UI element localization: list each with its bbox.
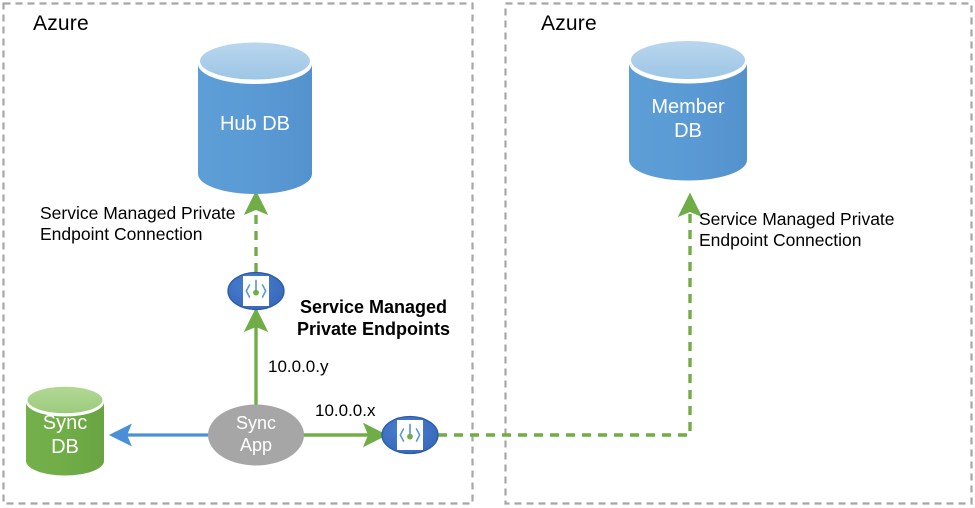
boundary-left-azure — [2, 2, 474, 505]
node-private-endpoint-hub — [227, 271, 285, 311]
node-member-db — [629, 41, 747, 181]
boundary-label-right-azure: Azure — [541, 12, 597, 35]
node-hub-db — [198, 42, 312, 194]
node-private-endpoint-member — [381, 415, 439, 455]
annotation-ip-member: 10.0.0.x — [315, 401, 376, 420]
edge-pe-member-to-memberdb — [438, 192, 703, 437]
annotation-hub-connection: Service Managed Private Endpoint Connect… — [40, 203, 236, 245]
node-sync-app — [208, 404, 304, 466]
private-link-icon — [399, 423, 421, 442]
node-sync-db — [26, 386, 104, 476]
annotation-endpoints-title: Service Managed Private Endpoints — [297, 297, 451, 339]
boundary-label-left-azure: Azure — [33, 12, 89, 35]
annotation-member-connection: Service Managed Private Endpoint Connect… — [699, 209, 895, 251]
boundary-right-azure — [504, 2, 973, 505]
annotation-ip-hub: 10.0.0.y — [268, 357, 329, 376]
private-link-icon — [245, 279, 267, 298]
